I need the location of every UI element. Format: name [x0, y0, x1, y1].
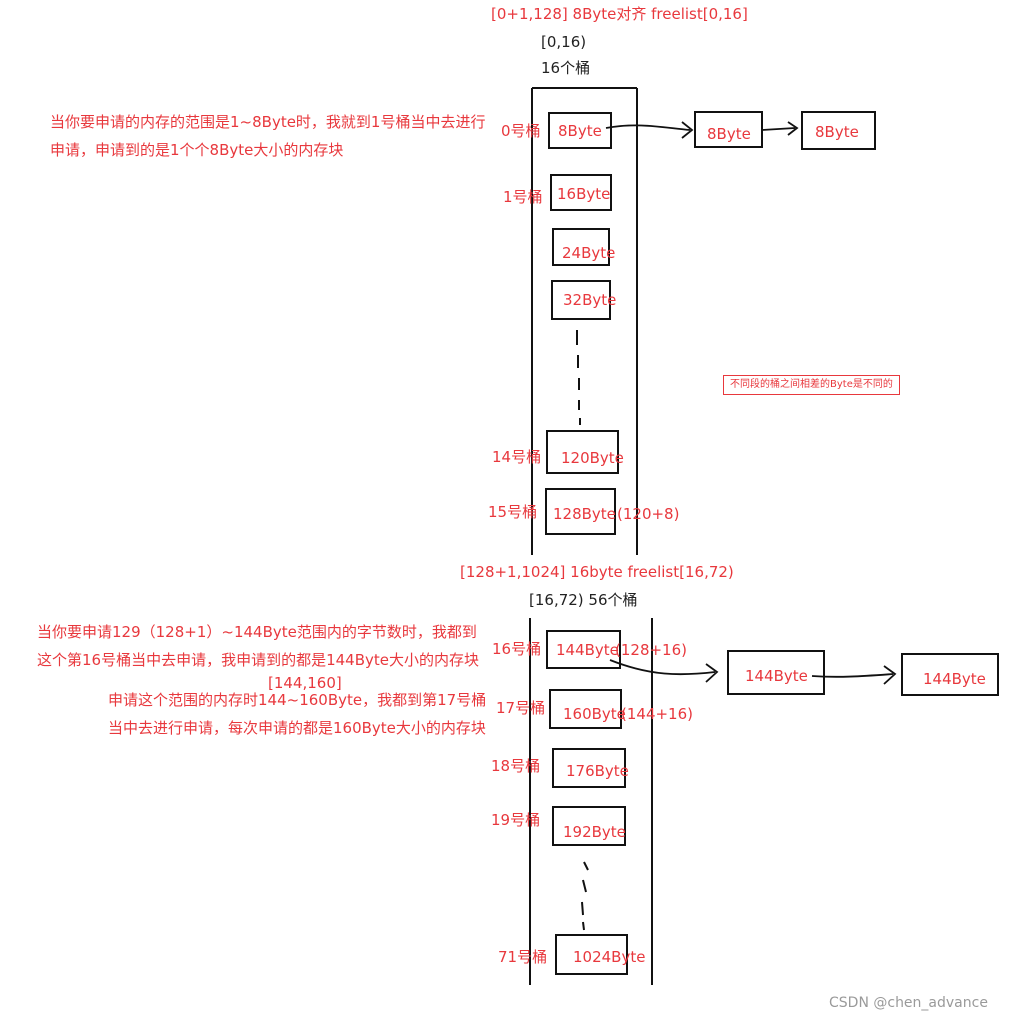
- bucket-box: [552, 748, 626, 788]
- bucket-label: 0号桶: [501, 122, 541, 140]
- bucket-label: 15号桶: [488, 503, 538, 521]
- bucket-box: [548, 112, 612, 149]
- freelist-block: [901, 653, 999, 696]
- bucket-size: 1024Byte: [573, 948, 646, 966]
- bucket-box: [546, 630, 621, 669]
- bucket-size-formula: (144+16): [621, 705, 693, 723]
- section1-range: [0,16): [541, 33, 587, 51]
- chain-arrow: [609, 659, 716, 676]
- section1-title: [0+1,128] 8Byte对齐 freelist[0,16]: [491, 5, 748, 23]
- arrowhead: [787, 121, 799, 136]
- range-label: [144,160]: [268, 674, 342, 692]
- freelist-block: [727, 650, 825, 695]
- side-tag: 不同段的桶之间相差的Byte是不同的: [723, 375, 900, 395]
- bucket-size: 144Byte: [556, 641, 619, 659]
- arrowhead: [681, 121, 694, 139]
- section1-note: 当你要申请的内存的范围是1~8Byte时，我就到1号桶当中去进行 申请，申请到的…: [50, 108, 485, 164]
- bucket-label: 1号桶: [503, 188, 543, 206]
- bucket-box: [552, 228, 610, 266]
- bucket-label: 14号桶: [492, 448, 542, 466]
- bucket-box: [555, 934, 628, 975]
- freelist-block-size: 8Byte: [815, 123, 859, 141]
- freelist-block: [801, 111, 876, 150]
- bucket-box: [545, 488, 616, 535]
- bucket-size: 8Byte: [558, 122, 602, 140]
- chain-arrow: [761, 127, 796, 131]
- bucket-label: 71号桶: [498, 948, 548, 966]
- freelist-block-size: 144Byte: [923, 670, 986, 688]
- note-line: 当你要申请的内存的范围是1~8Byte时，我就到1号桶当中去进行: [50, 113, 486, 131]
- freelist-block-size: 8Byte: [707, 125, 751, 143]
- section2-note: 当你要申请129（128+1）~144Byte范围内的字节数时，我都到 这个第1…: [37, 618, 479, 674]
- bucket-size: 32Byte: [563, 291, 617, 309]
- bucket-size: 160Byte: [563, 705, 626, 723]
- freelist-block-size: 144Byte: [745, 667, 808, 685]
- bucket-box: [549, 689, 622, 729]
- ellipsis-dots: [576, 330, 581, 425]
- bucket-box: [551, 280, 611, 320]
- arrowhead: [705, 663, 719, 683]
- note-line: 申请，申请到的是1个个8Byte大小的内存块: [50, 141, 344, 159]
- section1-count: 16个桶: [541, 59, 591, 77]
- bucket-size-formula: (120+8): [617, 505, 680, 523]
- chain-arrow: [811, 673, 894, 678]
- note-line: 申请这个范围的内存时144~160Byte，我都到第17号桶: [108, 691, 487, 709]
- bucket-size: 120Byte: [561, 449, 624, 467]
- section2-note: 申请这个范围的内存时144~160Byte，我都到第17号桶 当中去进行申请，每…: [108, 686, 486, 742]
- watermark: CSDN @chen_advance: [829, 995, 988, 1011]
- bucket-size: 16Byte: [557, 185, 611, 203]
- bucket-box: [546, 430, 619, 474]
- bucket-box: [552, 806, 626, 846]
- bucket-box: [550, 174, 612, 211]
- section2-range-count: [16,72) 56个桶: [529, 591, 638, 609]
- bucket-size-formula: (128+16): [615, 641, 687, 659]
- note-line: 当你要申请129（128+1）~144Byte范围内的字节数时，我都到: [37, 623, 477, 641]
- freelist-block: [694, 111, 763, 148]
- arrowhead: [883, 665, 897, 685]
- bucket-label: 19号桶: [491, 811, 541, 829]
- note-line: 当中去进行申请，每次申请的都是160Byte大小的内存块: [108, 719, 486, 737]
- bucket-size: 128Byte: [553, 505, 616, 523]
- bucket-size: 176Byte: [566, 762, 629, 780]
- bucket-label: 16号桶: [492, 640, 542, 658]
- chain-arrow: [605, 124, 691, 131]
- bucket-size: 192Byte: [563, 823, 626, 841]
- bucket-size: 24Byte: [562, 244, 616, 262]
- bucket-label: 18号桶: [491, 757, 541, 775]
- section2-title: [128+1,1024] 16byte freelist[16,72): [460, 563, 734, 581]
- ellipsis-dots: [581, 861, 589, 931]
- note-line: 这个第16号桶当中去申请，我申请到的都是144Byte大小的内存块: [37, 651, 479, 669]
- bucket-label: 17号桶: [496, 699, 546, 717]
